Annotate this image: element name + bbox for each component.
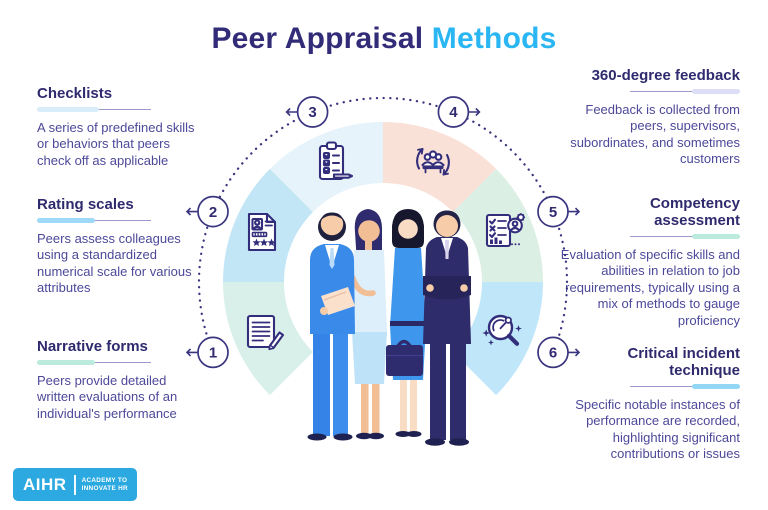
document-pen-icon: [246, 314, 285, 351]
svg-text:2: 2: [209, 204, 217, 221]
accent-bar: [692, 383, 740, 390]
heading-underline: [37, 359, 205, 366]
svg-text:5: 5: [549, 204, 557, 221]
accent-bar: [692, 88, 740, 95]
title-accent: Methods: [431, 22, 557, 55]
step-badge-3: 3: [285, 96, 329, 128]
svg-text:4: 4: [449, 104, 458, 121]
arrow-right-icon: [568, 207, 581, 216]
accent-bar: [37, 217, 95, 224]
method-heading: 360-degree feedback: [591, 67, 740, 84]
person-woman-briefcase: [386, 209, 426, 437]
method-heading: Competency assessment: [649, 195, 740, 229]
heading-underline: [550, 88, 740, 95]
logo-tagline: ACADEMY TO INNOVATE HR: [81, 476, 128, 492]
person-woman-long-hair: [350, 209, 387, 440]
people-cycle-icon: [416, 147, 450, 176]
person-man-crossed-arms: [423, 210, 471, 446]
method-description: A series of predefined skills or behavio…: [37, 119, 195, 168]
method-block-rating-scales: Rating scales Peers assess colleagues us…: [37, 196, 205, 297]
step-badge-1: 1: [185, 336, 229, 369]
heading-underline: [550, 233, 740, 240]
heading-underline: [37, 106, 205, 113]
arrow-left-icon: [185, 207, 198, 216]
arrow-left-icon: [285, 107, 298, 117]
method-heading: Critical incident technique: [627, 345, 740, 379]
rating-document-icon: [247, 212, 277, 252]
dotted-arc: [197, 96, 569, 354]
heading-underline: [37, 217, 205, 224]
step-badge-6: 6: [537, 336, 581, 369]
heading-underline: [550, 383, 740, 390]
magnifier-gauge-icon: [482, 314, 522, 346]
svg-text:3: 3: [308, 104, 316, 121]
step-badges: 1 2 3 4 5: [185, 96, 581, 369]
people-illustration: [307, 209, 471, 446]
page-title: Peer Appraisal Methods: [0, 22, 768, 56]
method-block-checklists: Checklists A series of predefined skills…: [37, 85, 205, 169]
logo-brand-text: AIHR: [23, 474, 67, 494]
arrow-left-icon: [185, 348, 198, 357]
briefcase: [386, 345, 423, 376]
method-block-critical-incident: Critical incident technique Specific not…: [550, 345, 740, 463]
method-description: Specific notable instances of performanc…: [575, 396, 740, 462]
method-description: Peers assess colleagues using a standard…: [37, 230, 192, 296]
accent-bar: [37, 359, 95, 366]
step-badge-4: 4: [437, 96, 481, 128]
arrow-right-icon: [568, 348, 581, 357]
method-block-narrative-forms: Narrative forms Peers provide detailed w…: [37, 338, 205, 422]
step-badge-5: 5: [537, 195, 581, 228]
method-block-360-feedback: 360-degree feedback Feedback is collecte…: [550, 67, 740, 168]
logo-divider: [73, 474, 76, 495]
accent-bar: [37, 106, 99, 113]
method-description: Peers provide detailed written evaluatio…: [37, 372, 178, 421]
accent-bar: [692, 233, 740, 240]
arrow-right-icon: [468, 107, 481, 117]
skills-chart-icon: [485, 212, 526, 248]
title-main: Peer Appraisal: [211, 22, 424, 55]
method-description: Evaluation of specific skills and abilit…: [560, 246, 740, 328]
method-heading: Checklists: [37, 85, 113, 102]
method-description: Feedback is collected from peers, superv…: [570, 101, 740, 167]
method-heading: Rating scales: [37, 196, 134, 213]
checklist-clipboard-icon: [318, 141, 354, 181]
step-badge-2: 2: [185, 195, 229, 228]
svg-text:1: 1: [209, 345, 217, 362]
method-heading: Narrative forms: [37, 338, 148, 355]
method-block-competency-assessment: Competency assessment Evaluation of spec…: [550, 195, 740, 329]
aihr-logo: AIHR ACADEMY TO INNOVATE HR: [13, 468, 137, 501]
appraisal-wheel-graphic: 1 2 3 4 5: [185, 96, 581, 446]
svg-text:6: 6: [549, 345, 557, 362]
person-man-beard-papers: [307, 212, 355, 441]
